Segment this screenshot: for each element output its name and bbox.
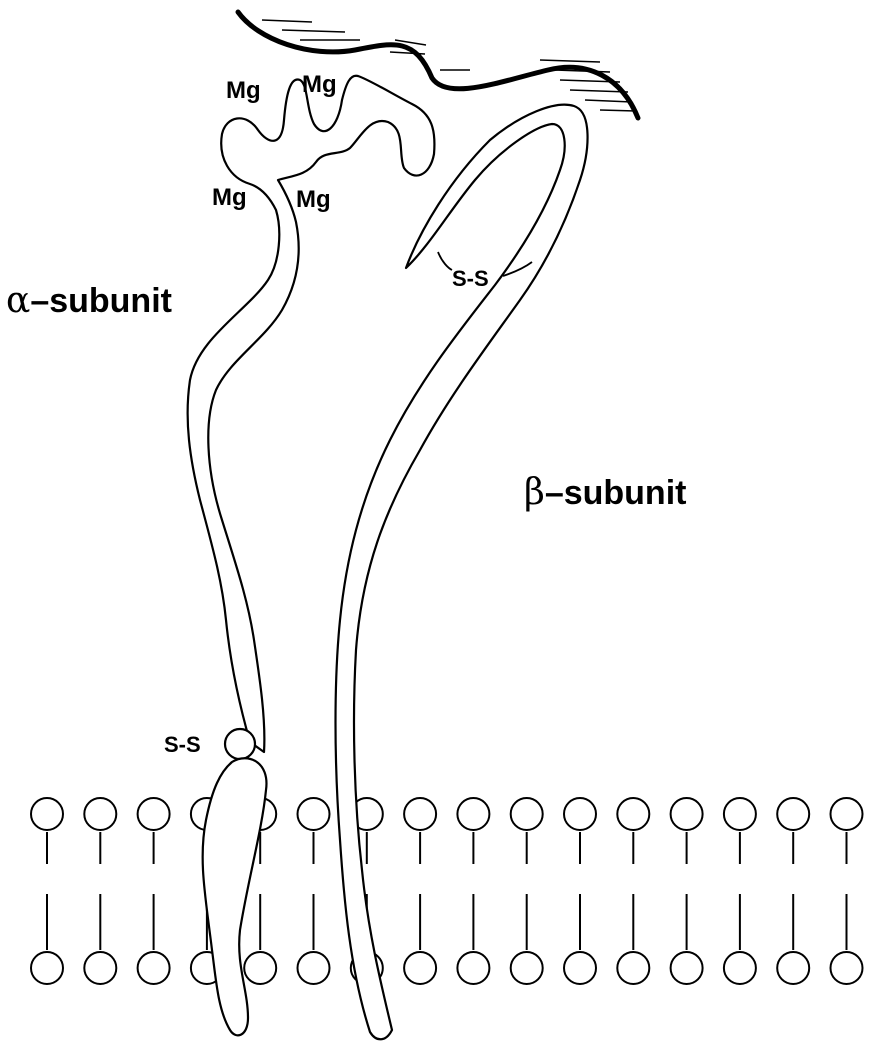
- lipid-head-outer: [724, 798, 756, 830]
- lipid-head-outer: [511, 798, 543, 830]
- lipid-head-inner: [831, 952, 863, 984]
- lipid-bilayer: [31, 798, 863, 984]
- beta-subunit: [336, 105, 588, 1040]
- alpha-subunit-text: –subunit: [30, 282, 172, 320]
- lipid-head-inner: [564, 952, 596, 984]
- lipid-head-outer: [31, 798, 63, 830]
- lipid-head-outer: [298, 798, 330, 830]
- lipid-head-outer: [671, 798, 703, 830]
- lipid-head-inner: [138, 952, 170, 984]
- mg-label-3: Mg: [212, 184, 247, 211]
- alpha-subunit: [188, 76, 435, 1036]
- beta-symbol: β: [524, 472, 545, 513]
- lipid-head-inner: [457, 952, 489, 984]
- lipid-head-inner: [404, 952, 436, 984]
- lipid-head-inner: [84, 952, 116, 984]
- lipid-head-outer: [617, 798, 649, 830]
- lipid-head-inner: [671, 952, 703, 984]
- lipid-head-inner: [298, 952, 330, 984]
- disulfide-beta-leader-left: [438, 252, 452, 270]
- disulfide-label-beta: S-S: [452, 266, 489, 291]
- mg-label-1: Mg: [226, 77, 261, 104]
- lipid-head-outer: [831, 798, 863, 830]
- lipid-head-outer: [138, 798, 170, 830]
- mg-label-2: Mg: [302, 71, 337, 98]
- alpha-subunit-label: α–subunit: [6, 280, 172, 321]
- lipid-head-inner: [617, 952, 649, 984]
- disulfide-label-alpha: S-S: [164, 732, 201, 757]
- alpha-symbol: α: [6, 280, 30, 321]
- lipid-head-outer: [84, 798, 116, 830]
- lipid-head-inner: [724, 952, 756, 984]
- lipid-head-outer: [457, 798, 489, 830]
- lipid-head-inner: [244, 952, 276, 984]
- lipid-head-inner: [31, 952, 63, 984]
- mg-label-4: Mg: [296, 186, 331, 213]
- beta-subunit-label: β–subunit: [524, 472, 686, 513]
- lipid-head-inner: [777, 952, 809, 984]
- beta-subunit-text: –subunit: [545, 474, 687, 512]
- lipid-head-outer: [564, 798, 596, 830]
- lipid-head-outer: [404, 798, 436, 830]
- lipid-head-inner: [511, 952, 543, 984]
- lipid-head-outer: [777, 798, 809, 830]
